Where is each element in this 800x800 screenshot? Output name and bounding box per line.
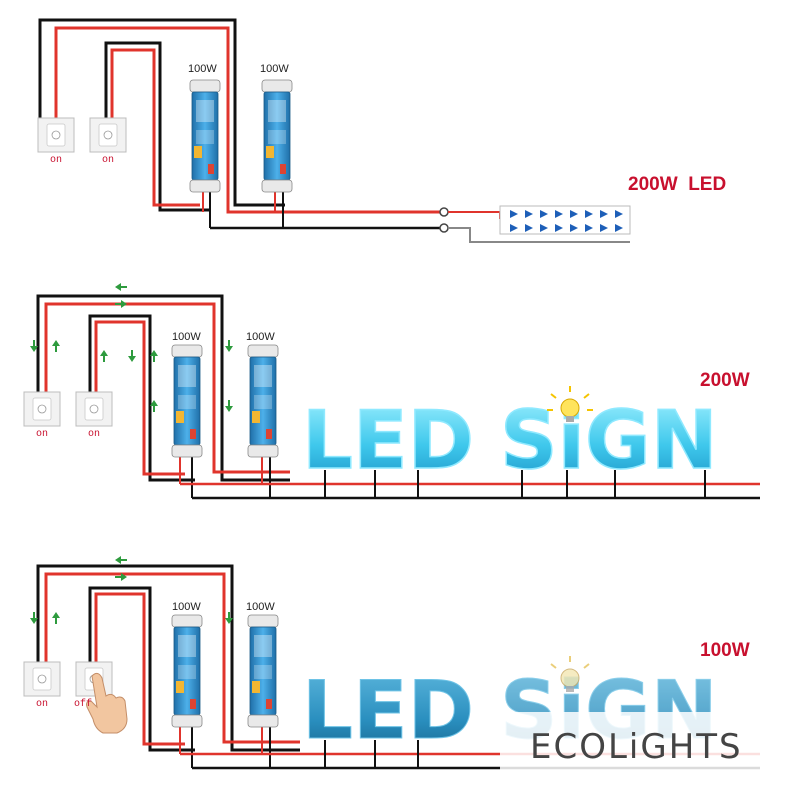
wall-switch-icon — [37, 117, 75, 153]
diagram-2: LED SiGN on on 100W 100W 200W — [23, 283, 760, 500]
wall-switch-icon — [23, 391, 61, 427]
switch-label: on — [102, 155, 114, 166]
diagram-3: LED SiGN ECOLiGHTS on off 100W 100W — [23, 556, 760, 772]
switch-label: on — [88, 429, 100, 440]
sign-text-led: LED — [302, 664, 474, 757]
diagram-1: on on 100W 100W 200W LED — [37, 18, 726, 243]
driver-label: 100W — [260, 63, 289, 75]
driver-label: 100W — [246, 331, 275, 343]
wall-switch-icon — [23, 661, 61, 697]
driver-label: 100W — [172, 601, 201, 613]
ecolights-watermark: ECOLiGHTS — [530, 727, 743, 767]
led-driver-icon — [171, 614, 203, 728]
light-bulb-icon — [547, 386, 593, 422]
watermark-backdrop — [500, 712, 760, 772]
led-driver-icon — [261, 79, 293, 193]
switch-label: on — [36, 429, 48, 440]
led-sign: LED SiGN — [301, 386, 718, 498]
driver-label: 100W — [246, 601, 275, 613]
sign-text-sign: SiGN — [500, 394, 718, 487]
light-bulb-icon — [550, 656, 590, 692]
led-strip-icon — [499, 205, 631, 235]
switch-label: off — [74, 698, 92, 710]
led-driver-icon — [247, 614, 279, 728]
switch-label: on — [50, 155, 62, 166]
power-label: 200W — [700, 370, 750, 391]
driver-label: 100W — [188, 63, 217, 75]
sign-text-led: LED — [302, 394, 474, 487]
power-label: 100W — [700, 640, 750, 661]
wall-switch-icon — [75, 391, 113, 427]
hand-pointer-icon — [86, 672, 128, 734]
wall-switch-icon — [89, 117, 127, 153]
led-driver-icon — [247, 344, 279, 458]
load-label: 200W LED — [628, 174, 726, 195]
led-driver-icon — [189, 79, 221, 193]
switch-label: on — [36, 699, 48, 710]
driver-label: 100W — [172, 331, 201, 343]
led-driver-icon — [171, 344, 203, 458]
